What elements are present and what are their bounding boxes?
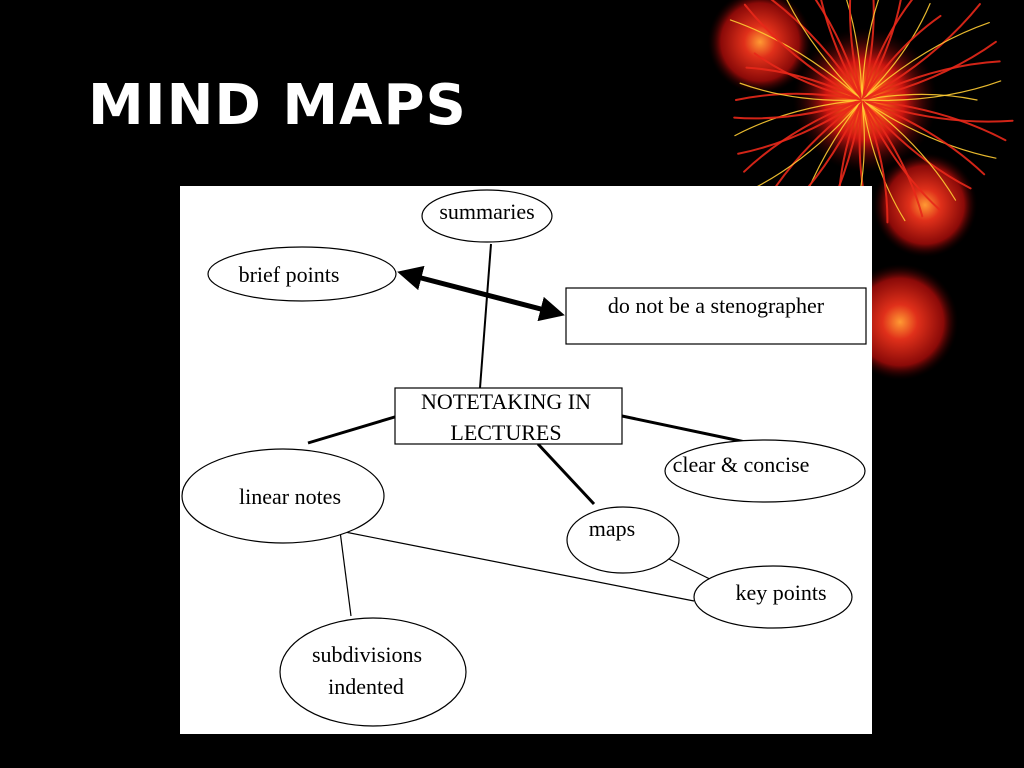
firework-ray bbox=[737, 99, 863, 155]
firework-ray bbox=[861, 99, 924, 218]
firework-ray bbox=[734, 99, 863, 137]
firework-ray bbox=[845, 0, 863, 101]
node-key-points bbox=[693, 565, 853, 629]
firework-ray bbox=[861, 99, 941, 211]
connector-linear-notes-key-points bbox=[339, 530, 695, 602]
firework-ray bbox=[735, 92, 863, 101]
firework-ray bbox=[861, 21, 990, 101]
connector-center-clear-concise bbox=[621, 414, 751, 445]
label-clear-concise: clear & concise bbox=[673, 452, 810, 477]
firework-ray bbox=[733, 99, 863, 120]
firework-ray bbox=[743, 99, 863, 173]
firework-ray bbox=[753, 52, 863, 101]
firework-ray bbox=[848, 0, 863, 101]
firework-ray bbox=[861, 0, 875, 101]
node-clear-concise bbox=[664, 439, 866, 503]
firework-ray bbox=[861, 99, 1014, 123]
firework-ray bbox=[861, 99, 889, 224]
firework-ray bbox=[729, 19, 863, 101]
node-center bbox=[394, 387, 623, 445]
firework-ray bbox=[861, 3, 981, 101]
label-subdivisions-line2: indented bbox=[328, 674, 404, 699]
firework-ray bbox=[861, 99, 1007, 142]
firework-ray bbox=[820, 0, 863, 101]
node-summaries bbox=[421, 189, 553, 243]
firework-ray bbox=[861, 0, 914, 101]
firework-ray bbox=[786, 0, 863, 101]
label-center-line1: NOTETAKING IN bbox=[421, 389, 591, 414]
firework-ray bbox=[770, 0, 863, 101]
firework-ray bbox=[861, 93, 978, 101]
label-brief-points: brief points bbox=[239, 262, 340, 287]
firework-ray bbox=[861, 40, 997, 101]
label-stenographer: do not be a stenographer bbox=[608, 293, 825, 318]
node-brief-points bbox=[207, 246, 397, 302]
mind-map-panel: summaries brief points do not be a steno… bbox=[180, 186, 872, 734]
firework-ray bbox=[861, 99, 972, 190]
mind-map-diagram: summaries brief points do not be a steno… bbox=[181, 189, 867, 727]
node-subdivisions bbox=[279, 617, 467, 727]
label-key-points: key points bbox=[735, 580, 826, 605]
firework-ray bbox=[861, 60, 1001, 101]
firework-ray bbox=[861, 99, 986, 176]
connector-summaries-center bbox=[479, 243, 492, 389]
firework-ray bbox=[745, 66, 863, 101]
node-stenographer bbox=[565, 287, 867, 345]
firework-ray bbox=[861, 99, 906, 222]
firework-ray bbox=[861, 99, 997, 159]
firework-ray bbox=[752, 99, 863, 190]
node-linear-notes bbox=[181, 448, 385, 544]
label-center-line2: LECTURES bbox=[450, 420, 561, 445]
label-subdivisions-line1: subdivisions bbox=[312, 642, 422, 667]
label-maps: maps bbox=[589, 516, 635, 541]
firework-ray bbox=[861, 0, 902, 101]
firework-ray bbox=[861, 0, 880, 101]
firework-ray bbox=[861, 2, 931, 101]
node-maps bbox=[566, 506, 680, 574]
connector-center-linear-notes bbox=[307, 414, 399, 445]
firework-ray bbox=[739, 82, 863, 101]
connector-center-maps bbox=[536, 442, 596, 506]
firework-ray bbox=[743, 3, 863, 101]
firework-ray bbox=[861, 14, 942, 101]
firework-ray bbox=[814, 0, 863, 101]
firework-ray bbox=[861, 80, 1002, 101]
label-linear-notes: linear notes bbox=[239, 484, 341, 509]
firework-ray bbox=[861, 99, 957, 201]
connector-linear-notes-subdivisions bbox=[339, 530, 352, 617]
label-summaries: summaries bbox=[439, 199, 534, 224]
slide-title: MIND MAPS bbox=[88, 73, 467, 138]
double-arrow bbox=[397, 265, 565, 322]
